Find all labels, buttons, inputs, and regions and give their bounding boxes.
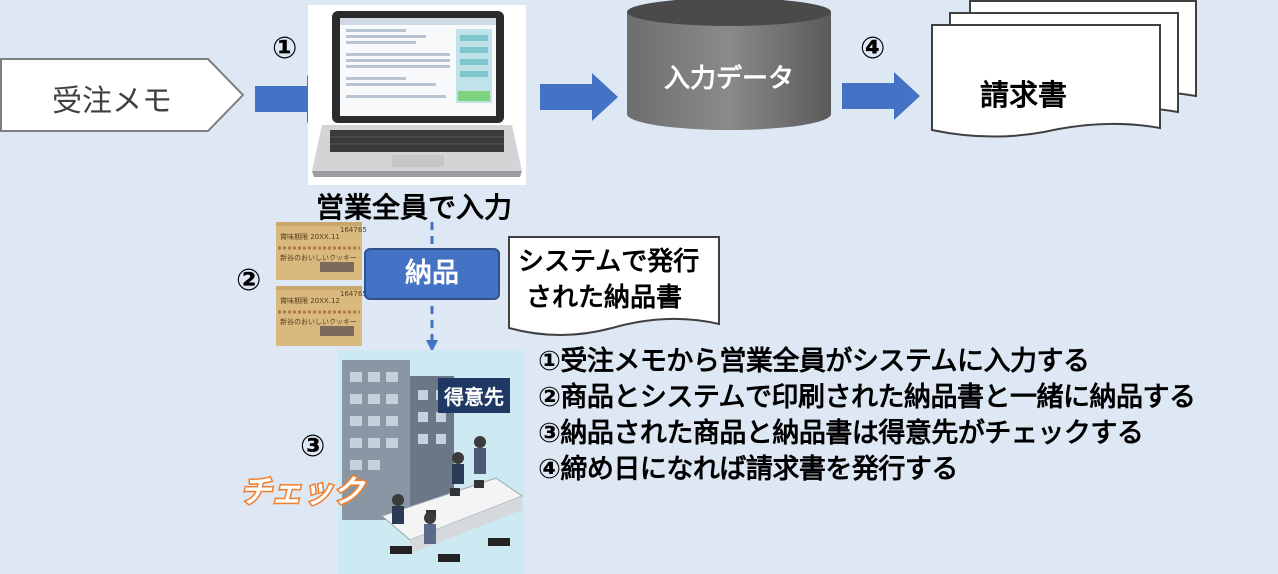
step-1-number: ① <box>272 31 298 66</box>
flow-arrow-2 <box>540 73 620 121</box>
description-step-4: ④締め日になれば請求書を発行する <box>538 454 958 485</box>
laptop-caption: 営業全員で入力 <box>316 191 513 224</box>
customer-office-image: 得意先 <box>338 350 524 574</box>
product-box-1: 賞味期限 20XX.11 164765 新谷のおいしいクッキー <box>276 222 367 280</box>
description-step-2: ②商品とシステムで印刷された納品書と一緒に納品する <box>538 382 1196 413</box>
delivery-note-document: システムで発行 された納品書 <box>508 236 720 342</box>
flow-arrow-3 <box>842 72 922 120</box>
check-label: チェック <box>239 473 366 512</box>
box-1-expiry: 賞味期限 20XX.11 <box>280 233 340 241</box>
delivery-label: 納品 <box>405 258 459 289</box>
delivery-note-line1: システムで発行 <box>518 247 700 277</box>
invoice-label: 請求書 <box>980 78 1068 112</box>
order-memo-shape: 受注メモ <box>0 58 244 132</box>
delivery-box: 納品 <box>364 248 500 300</box>
input-data-database: 入力データ <box>625 0 833 132</box>
box-1-product: 新谷のおいしいクッキー <box>280 254 357 262</box>
customer-label: 得意先 <box>438 378 510 413</box>
laptop-image <box>308 5 526 185</box>
box-2-expiry: 賞味期限 20XX.12 <box>280 297 340 305</box>
product-box-2: 賞味期限 20XX.12 164765 新谷のおいしいクッキー <box>276 286 367 346</box>
invoice-documents: 請求書 <box>930 0 1200 150</box>
step-4-number: ④ <box>860 31 886 66</box>
box-1-code: 164765 <box>340 226 367 234</box>
order-memo-label: 受注メモ <box>52 84 172 119</box>
input-data-label: 入力データ <box>663 64 794 94</box>
box-2-code: 164765 <box>340 290 367 298</box>
step-descriptions: ①受注メモから営業全員がシステムに入力する ②商品とシステムで印刷された納品書と… <box>538 344 1196 488</box>
description-step-1: ①受注メモから営業全員がシステムに入力する <box>538 346 1090 377</box>
step-3-number: ③ <box>300 429 326 464</box>
step-2-number: ② <box>236 263 262 298</box>
description-step-3: ③納品された商品と納品書は得意先がチェックする <box>538 418 1144 449</box>
delivery-note-line2: された納品書 <box>526 283 683 313</box>
box-2-product: 新谷のおいしいクッキー <box>280 318 357 326</box>
